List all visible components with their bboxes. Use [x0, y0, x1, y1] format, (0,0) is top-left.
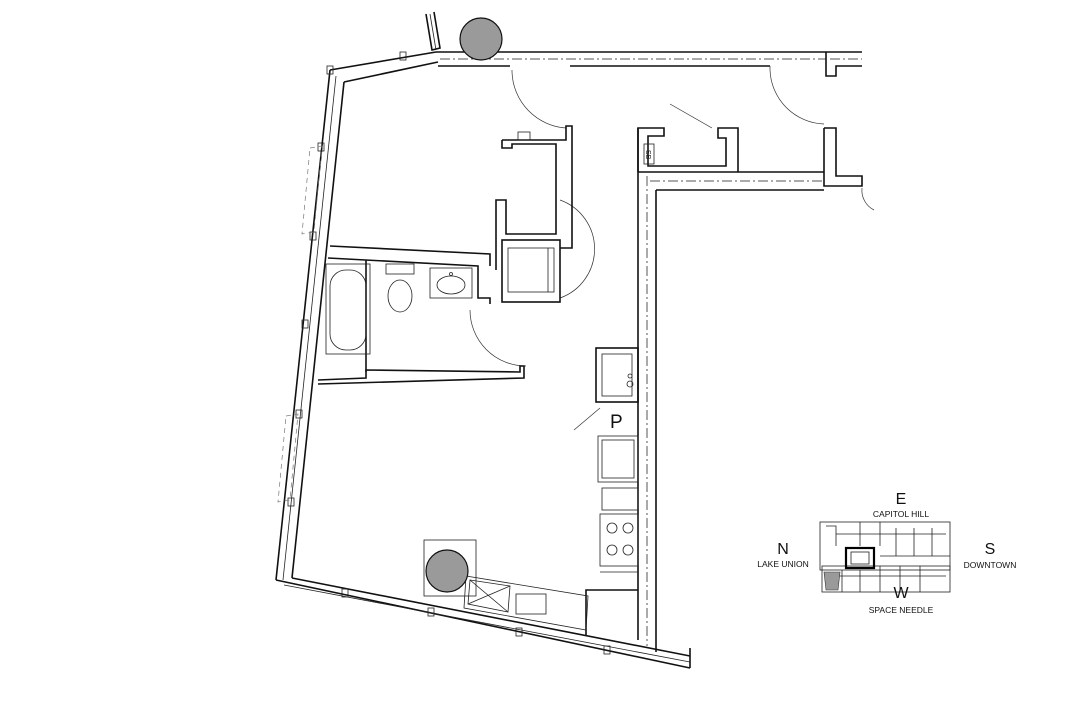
- kitchen: P SB: [423, 150, 651, 636]
- structural-column-top: [459, 17, 503, 61]
- interior-partitions: [317, 125, 573, 385]
- compass-east-letter: E: [896, 491, 907, 508]
- compass-north-letter: N: [777, 541, 789, 558]
- key-plan: E CAPITOL HILL N LAKE UNION S DOWNTOWN W…: [757, 491, 1016, 615]
- compass-west-letter: W: [893, 585, 909, 602]
- door-swings: [469, 66, 875, 431]
- structural-column-bottom: [425, 549, 469, 593]
- stair-note-label: SB: [644, 150, 651, 160]
- compass-west-label: SPACE NEEDLE: [869, 605, 934, 615]
- compass-east-label: CAPITOL HILL: [873, 509, 929, 519]
- compass-north-label: LAKE UNION: [757, 559, 809, 569]
- pantry-label: P: [610, 412, 623, 433]
- compass-south-label: DOWNTOWN: [964, 560, 1017, 570]
- bathroom-fixtures: [325, 263, 473, 355]
- compass-south-letter: S: [985, 541, 996, 558]
- exterior-window-wall: [275, 11, 691, 669]
- unit-highlight: [844, 546, 876, 570]
